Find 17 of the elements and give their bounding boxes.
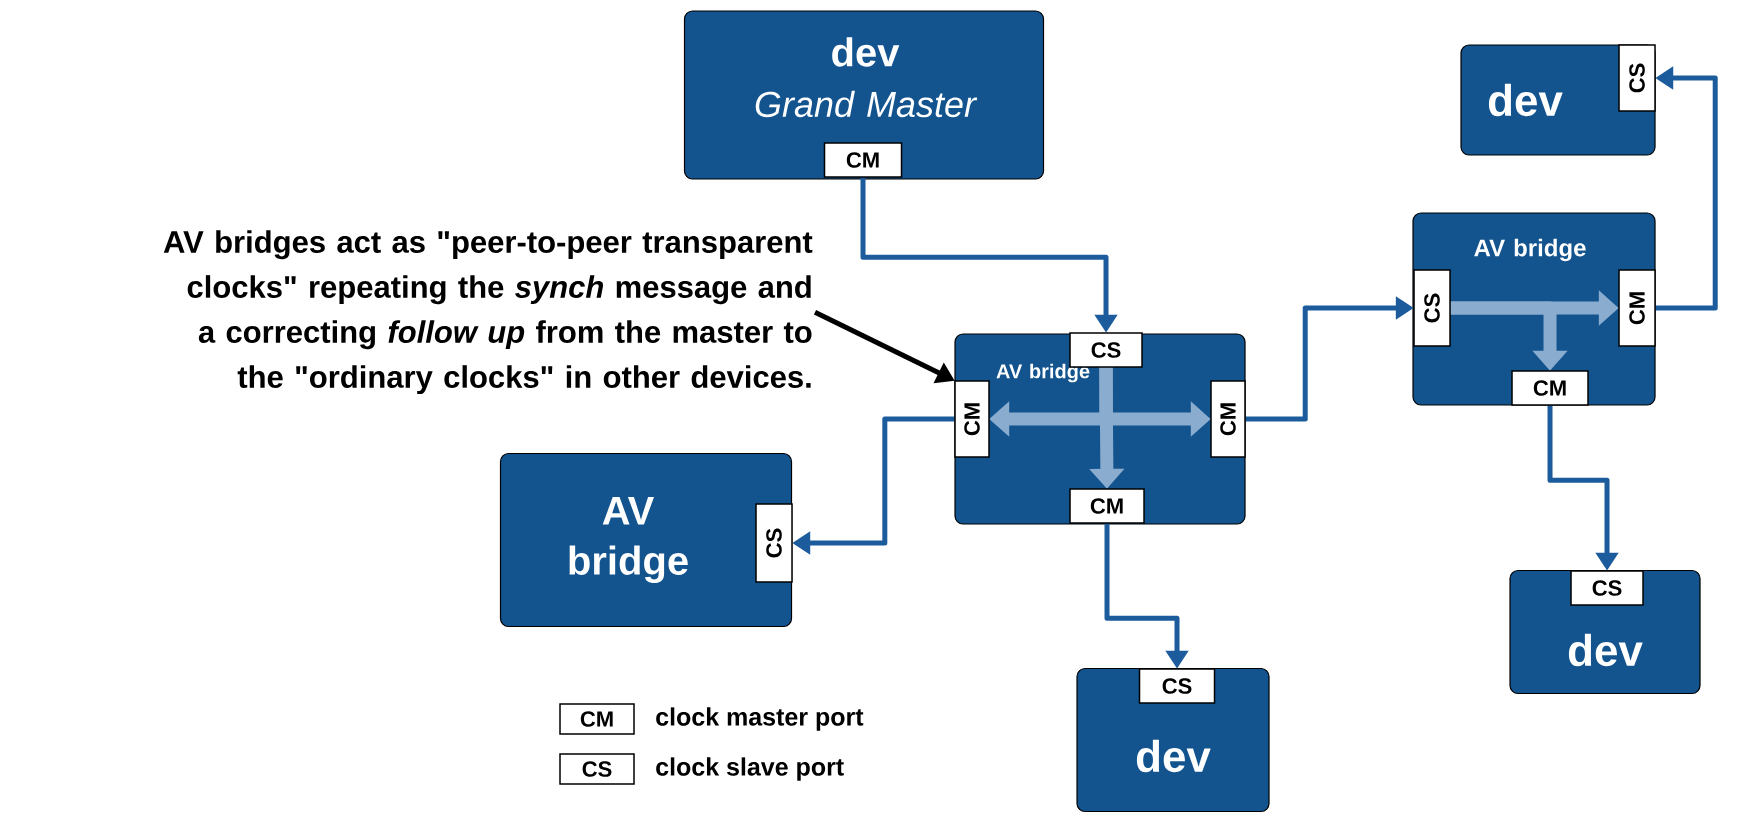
port-box: CM [1210, 380, 1246, 458]
legend-sample: CS [559, 753, 635, 785]
port-box: CS [755, 503, 793, 583]
port-box: CM [1069, 488, 1145, 524]
annotation-text: AV bridges act as "peer-to-peer transparent clocks" repeating the synch message and a correcting follow up from the master to the "ordinary clocks" in other devices. [163, 230, 813, 395]
port-box: CS [1618, 44, 1656, 112]
port-box: CS [1570, 570, 1644, 606]
legend-text: clock master port [656, 707, 864, 731]
port-box: CM [1511, 370, 1589, 406]
port-box: CS [1138, 668, 1216, 704]
port-box: CS [1069, 332, 1143, 368]
port-box: CM [823, 142, 903, 178]
port-box: CS [1413, 269, 1451, 347]
port-box: CM [954, 380, 990, 458]
port-box: CM [1618, 269, 1656, 347]
legend-text: clock slave port [656, 757, 844, 781]
legend-sample: CM [559, 703, 635, 735]
